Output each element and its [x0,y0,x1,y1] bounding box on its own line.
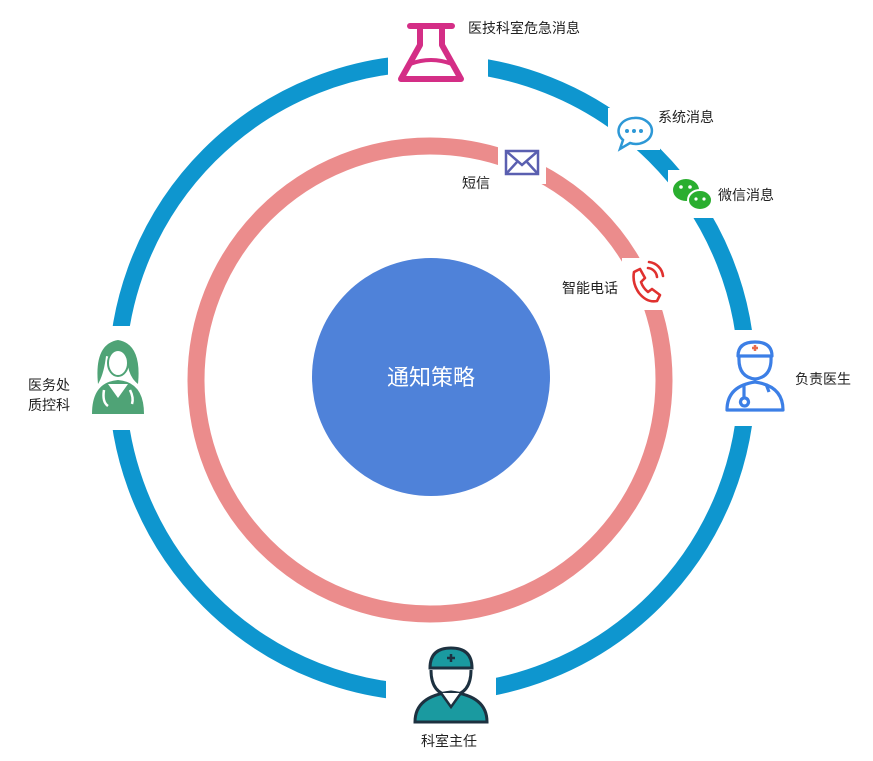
surgeon-icon [413,646,489,724]
node-sms: 短信 [462,149,540,192]
node-medical-affairs-label-line1: 医务处 [28,378,70,394]
doctor-icon [725,340,785,412]
node-wechat: 微信消息 [673,179,774,211]
node-lab-label: 医技科室危急消息 [468,20,580,37]
wechat-icon [673,179,713,211]
node-lab: 医技科室危急消息 [398,20,580,82]
node-medical-affairs-label-line2: 质控科 [28,398,70,414]
node-doctor-label: 负责医生 [795,372,851,388]
female-doctor-icon [92,340,144,414]
node-director: 科室主任 [413,646,489,750]
flask-icon [398,23,464,82]
phone-icon [632,260,665,303]
node-phone-label: 智能电话 [562,281,618,297]
center-circle [312,258,550,496]
inner-ring [187,137,673,623]
node-system: 系统消息 [617,109,714,152]
node-wechat-label: 微信消息 [718,187,774,204]
node-phone: 智能电话 [562,260,665,303]
node-sms-label: 短信 [462,176,490,192]
envelope-icon [504,149,540,176]
center-label: 通知策略 [387,366,475,391]
node-director-label: 科室主任 [421,733,477,750]
node-medical-affairs: 医务处 质控科 [28,340,144,414]
chat-bubble-icon [617,116,654,152]
node-system-label: 系统消息 [658,109,714,126]
node-doctor: 负责医生 [725,340,851,412]
